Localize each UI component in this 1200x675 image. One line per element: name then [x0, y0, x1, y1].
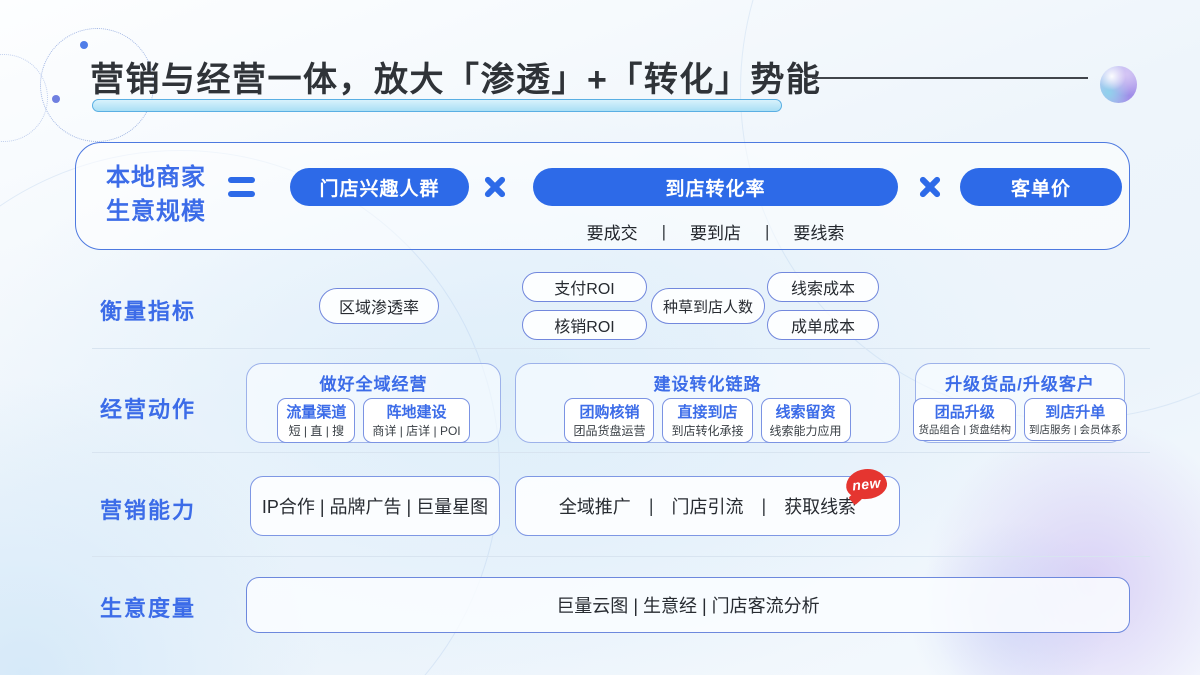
row-divider — [92, 556, 1150, 557]
action-card: 团购核销 团品货盘运营 — [564, 398, 655, 443]
row-label-metrics: 衡量指标 — [100, 299, 197, 324]
formula-factor-avg-price: 客单价 — [960, 168, 1122, 206]
card-desc: 团品货盘运营 — [573, 424, 646, 438]
group-title: 做好全域经营 — [319, 375, 428, 394]
card-title: 团购核销 — [579, 404, 640, 421]
multiply-icon — [482, 174, 508, 200]
header-divider-line — [812, 77, 1088, 79]
metric-pill-region-penetration: 区域渗透率 — [319, 288, 439, 324]
new-badge: new — [844, 466, 889, 502]
separator: | — [761, 495, 767, 516]
purple-blob-decoration — [910, 405, 1200, 675]
blue-dot-decoration — [52, 95, 60, 103]
formula-card: 本地商家 生意规模 门店兴趣人群 到店转化率 客单价 要成交 | 要到店 | 要… — [75, 142, 1130, 250]
page-title: 营销与经营一体，放大「渗透」+「转化」势能 — [90, 61, 822, 99]
group-title: 升级货品/升级客户 — [945, 375, 1095, 394]
separator: | — [765, 221, 770, 241]
separator: | — [661, 221, 666, 241]
marketing-item-store-traffic: 门店引流 — [671, 497, 744, 517]
card-desc: 商详 | 店详 | POI — [372, 424, 461, 438]
row-label-actions: 经营动作 — [100, 397, 197, 422]
formula-label-line2: 生意规模 — [106, 198, 206, 225]
row-divider — [92, 348, 1150, 349]
action-group-conversion-links: 建设转化链路 团购核销 团品货盘运营 直接到店 到店转化承接 线索留资 线索能力… — [515, 363, 900, 443]
card-title: 到店升单 — [1045, 404, 1106, 421]
marketing-item-get-leads: 获取线索 — [784, 497, 857, 517]
card-desc: 货品组合 | 货盘结构 — [918, 424, 1011, 436]
blue-dot-decoration — [80, 41, 88, 49]
sub-item-lead: 要线索 — [793, 224, 845, 243]
row-label-measure: 生意度量 — [100, 596, 197, 621]
title-underline — [92, 99, 782, 112]
formula-label-line1: 本地商家 — [106, 164, 206, 191]
marketing-box-promotion: 全域推广 | 门店引流 | 获取线索 new — [515, 466, 900, 536]
separator: | — [648, 495, 654, 516]
action-card: 阵地建设 商详 | 店详 | POI — [363, 398, 470, 443]
metric-pill-pay-roi: 支付ROI — [522, 272, 647, 302]
group-cards: 团购核销 团品货盘运营 直接到店 到店转化承接 线索留资 线索能力应用 — [516, 398, 899, 443]
row-divider — [92, 452, 1150, 453]
card-title: 线索留资 — [775, 404, 836, 421]
sub-item-visit: 要到店 — [690, 224, 741, 243]
card-desc: 短 | 直 | 搜 — [288, 424, 345, 438]
formula-label: 本地商家 生意规模 — [106, 161, 206, 229]
action-card: 线索留资 线索能力应用 — [760, 398, 851, 443]
card-desc: 线索能力应用 — [769, 424, 842, 438]
card-title: 团品升级 — [934, 404, 995, 421]
conversion-sub-types: 要成交 | 要到店 | 要线索 — [533, 219, 898, 244]
multiply-icon — [917, 174, 943, 200]
marketing-box-branding: IP合作 | 品牌广告 | 巨量星图 — [250, 476, 500, 536]
metric-pill-seeding-visitors: 种草到店人数 — [651, 288, 765, 324]
card-desc: 到店服务 | 会员体系 — [1029, 424, 1122, 436]
card-title: 阵地建设 — [386, 404, 447, 421]
action-card: 到店升单 到店服务 | 会员体系 — [1024, 398, 1127, 441]
marketing-item-omni-promo: 全域推广 — [558, 497, 631, 517]
action-card: 流量渠道 短 | 直 | 搜 — [277, 398, 356, 443]
metric-pill-verify-roi: 核销ROI — [522, 310, 647, 340]
group-cards: 流量渠道 短 | 直 | 搜 阵地建设 商详 | 店详 | POI — [247, 398, 500, 443]
group-title: 建设转化链路 — [653, 375, 762, 394]
metric-pill-lead-cost: 线索成本 — [767, 272, 879, 302]
gradient-orb-icon — [1100, 66, 1137, 103]
metric-pill-order-cost: 成单成本 — [767, 310, 879, 340]
sub-item-deal: 要成交 — [586, 224, 638, 243]
card-title: 流量渠道 — [286, 404, 347, 421]
action-group-omni-operation: 做好全域经营 流量渠道 短 | 直 | 搜 阵地建设 商详 | 店详 | POI — [246, 363, 501, 443]
action-card: 团品升级 货品组合 | 货盘结构 — [913, 398, 1016, 441]
group-cards: 团品升级 货品组合 | 货盘结构 到店升单 到店服务 | 会员体系 — [913, 398, 1127, 441]
dotted-circle-decoration — [0, 54, 48, 142]
equals-icon — [228, 177, 255, 197]
row-label-marketing: 营销能力 — [100, 498, 197, 523]
formula-factor-store-conversion: 到店转化率 — [533, 168, 898, 206]
action-group-upgrade: 升级货品/升级客户 团品升级 货品组合 | 货盘结构 到店升单 到店服务 | 会… — [913, 363, 1127, 443]
action-card: 直接到店 到店转化承接 — [662, 398, 753, 443]
measure-box-tools: 巨量云图 | 生意经 | 门店客流分析 — [246, 577, 1130, 633]
card-desc: 到店转化承接 — [671, 424, 744, 438]
formula-factor-store-audience: 门店兴趣人群 — [290, 168, 469, 206]
card-title: 直接到店 — [677, 404, 738, 421]
